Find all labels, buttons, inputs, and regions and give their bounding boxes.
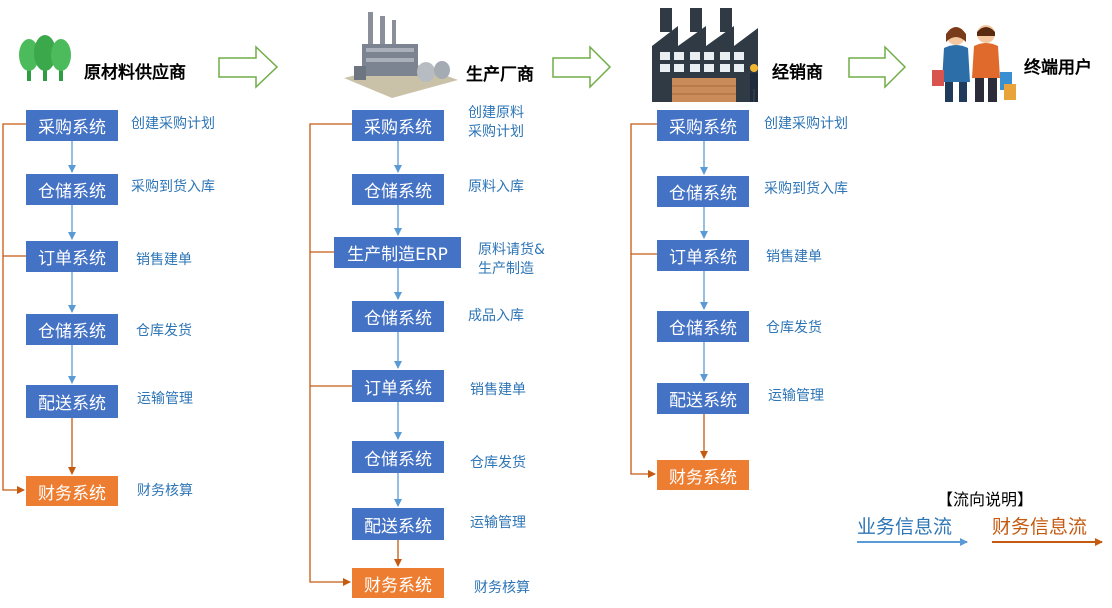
manufacturer-storage-box[interactable]: 仓储系统 <box>352 174 444 205</box>
distributor-purchase-box[interactable]: 采购系统 <box>657 110 749 141</box>
manufacturer-note: 销售建单 <box>470 382 526 398</box>
manufacturer-purchase-box[interactable]: 采购系统 <box>352 110 444 141</box>
supplier-purchase-box[interactable]: 采购系统 <box>26 110 118 141</box>
header-manufacturer: 生产厂商 <box>466 65 534 85</box>
distributor-connectors <box>630 123 708 478</box>
stage-arrows <box>218 45 907 89</box>
header-enduser: 终端用户 <box>1024 58 1092 78</box>
manufacturer-connectors <box>309 123 402 586</box>
manufacturer-note: 仓库发货 <box>470 455 526 471</box>
supplier-delivery-box[interactable]: 配送系统 <box>26 385 118 418</box>
supplier-note: 运输管理 <box>137 391 193 407</box>
manufacturer-order-box[interactable]: 订单系统 <box>352 370 444 402</box>
manufacturer-erp-box[interactable]: 生产制造ERP <box>334 237 461 268</box>
distributor-note: 仓库发货 <box>766 320 822 336</box>
distributor-note: 创建采购计划 <box>764 116 848 132</box>
legend-business-label: 业务信息流 <box>857 516 953 538</box>
stage-arrow-3 <box>848 45 907 89</box>
manufacturer-note: 成品入库 <box>468 308 524 324</box>
manufacturer-storage-box[interactable]: 仓储系统 <box>352 301 444 332</box>
distributor-note: 采购到货入库 <box>764 181 848 197</box>
tree-icon <box>19 35 71 81</box>
supplier-order-box[interactable]: 订单系统 <box>26 241 118 272</box>
legend-finance-label: 财务信息流 <box>992 516 1088 538</box>
manufacturer-note: 运输管理 <box>470 515 526 531</box>
supplier-finance-box[interactable]: 财务系统 <box>26 476 118 506</box>
supplier-storage-box[interactable]: 仓储系统 <box>26 314 118 345</box>
supplier-storage-box[interactable]: 仓储系统 <box>26 174 118 205</box>
manufacturer-delivery-box[interactable]: 配送系统 <box>352 508 444 540</box>
manufacturer-finance-box[interactable]: 财务系统 <box>352 568 444 598</box>
stage-arrow-2 <box>552 45 612 89</box>
supplier-note: 财务核算 <box>137 483 193 499</box>
manufacturer-note: 原料请货& 生产制造 <box>478 242 545 277</box>
legend-title: 【流向说明】 <box>937 490 1034 509</box>
distributor-order-box[interactable]: 订单系统 <box>657 240 749 271</box>
supplier-note: 创建采购计划 <box>131 116 215 132</box>
factory-icon <box>344 12 458 98</box>
warehouse-icon <box>652 8 758 102</box>
shoppers-icon <box>932 25 1016 102</box>
supplier-note: 仓库发货 <box>136 323 192 339</box>
distributor-finance-box[interactable]: 财务系统 <box>657 460 749 490</box>
manufacturer-note: 财务核算 <box>474 580 530 596</box>
supplier-connectors <box>2 123 76 494</box>
distributor-note: 销售建单 <box>766 249 822 265</box>
stage-arrow-1 <box>218 45 279 89</box>
manufacturer-storage-box[interactable]: 仓储系统 <box>352 441 444 473</box>
manufacturer-note: 原料入库 <box>468 179 524 195</box>
manufacturer-note: 创建原料 采购计划 <box>468 105 524 140</box>
header-supplier: 原材料供应商 <box>84 63 186 83</box>
header-distributor: 经销商 <box>772 63 823 83</box>
distributor-delivery-box[interactable]: 配送系统 <box>657 383 749 414</box>
distributor-storage-box[interactable]: 仓储系统 <box>657 311 749 342</box>
supplier-note: 采购到货入库 <box>131 179 215 195</box>
distributor-storage-box[interactable]: 仓储系统 <box>657 176 749 207</box>
supplier-note: 销售建单 <box>136 252 192 268</box>
distributor-note: 运输管理 <box>768 388 824 404</box>
